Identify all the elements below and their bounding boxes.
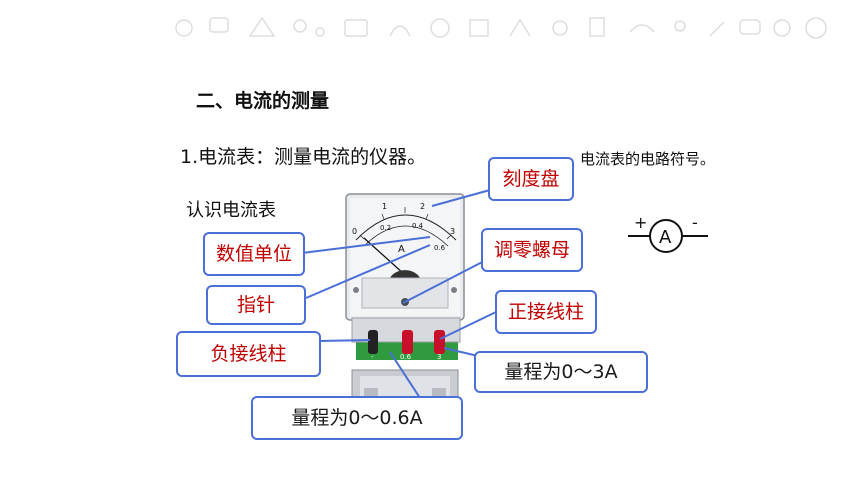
- callout-pointer: 指针: [206, 285, 306, 325]
- callout-negative-terminal: 负接线柱: [176, 331, 321, 377]
- decorative-icon-strip: [175, 16, 827, 39]
- symbol-letter: A: [659, 227, 672, 248]
- symbol-plus: +: [634, 213, 647, 232]
- ammeter-definition: 1.电流表：测量电流的仪器。: [180, 146, 427, 168]
- callout-zero-adjust: 调零螺母: [481, 228, 583, 272]
- scale-bottom-06: 0.6: [434, 244, 446, 252]
- scale-top-1: 1: [382, 202, 387, 211]
- scale-bottom-02: 0.2: [380, 224, 391, 232]
- circuit-symbol-caption: 电流表的电路符号。: [580, 150, 716, 168]
- callout-dial: 刻度盘: [488, 157, 574, 201]
- callout-range-06a: 量程为0～0.6A: [251, 396, 463, 440]
- ammeter-circuit-symbol: A + -: [628, 213, 708, 253]
- scale-top-3: 3: [450, 227, 455, 236]
- scale-top-2: 2: [420, 202, 425, 211]
- callout-range-3a: 量程为0～3A: [474, 351, 648, 393]
- scale-top-0: 0: [352, 227, 357, 236]
- callout-positive-terminal: 正接线柱: [495, 290, 597, 334]
- negative-terminal[interactable]: [368, 330, 378, 354]
- callout-unit: 数值单位: [203, 232, 305, 276]
- symbol-minus: -: [692, 213, 698, 232]
- subheading-know-ammeter: 认识电流表: [186, 200, 276, 221]
- terminal-3[interactable]: [434, 330, 445, 354]
- section-heading: 二、电流的测量: [196, 90, 330, 112]
- terminal-label-06: 0.6: [400, 353, 412, 361]
- terminal-label-3: 3: [437, 353, 441, 361]
- meter-unit-symbol: A: [398, 244, 405, 255]
- terminal-label-neg: -: [371, 353, 374, 361]
- scale-bottom-04: 0.4: [412, 222, 424, 230]
- terminal-06[interactable]: [402, 330, 413, 354]
